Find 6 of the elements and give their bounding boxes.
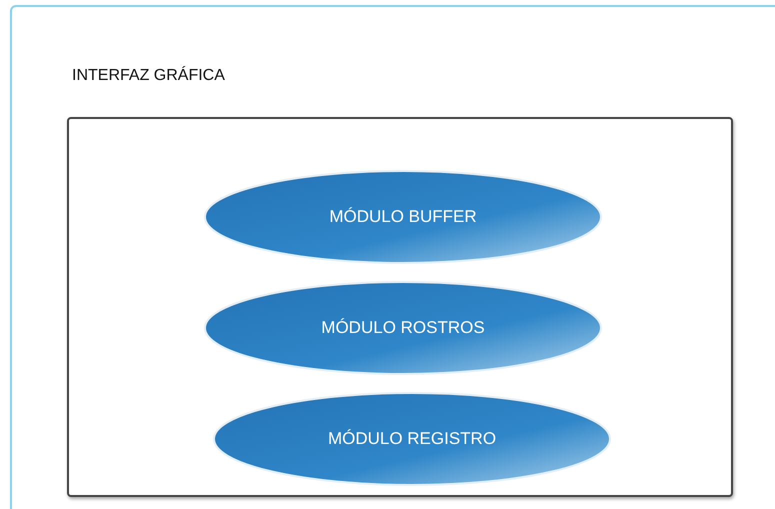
module-label: MÓDULO ROSTROS — [321, 318, 485, 338]
module-label: MÓDULO REGISTRO — [328, 429, 496, 449]
outer-panel — [10, 5, 775, 509]
module-label: MÓDULO BUFFER — [329, 207, 477, 227]
inner-panel — [67, 117, 733, 497]
panel-title: INTERFAZ GRÁFICA — [72, 67, 225, 85]
